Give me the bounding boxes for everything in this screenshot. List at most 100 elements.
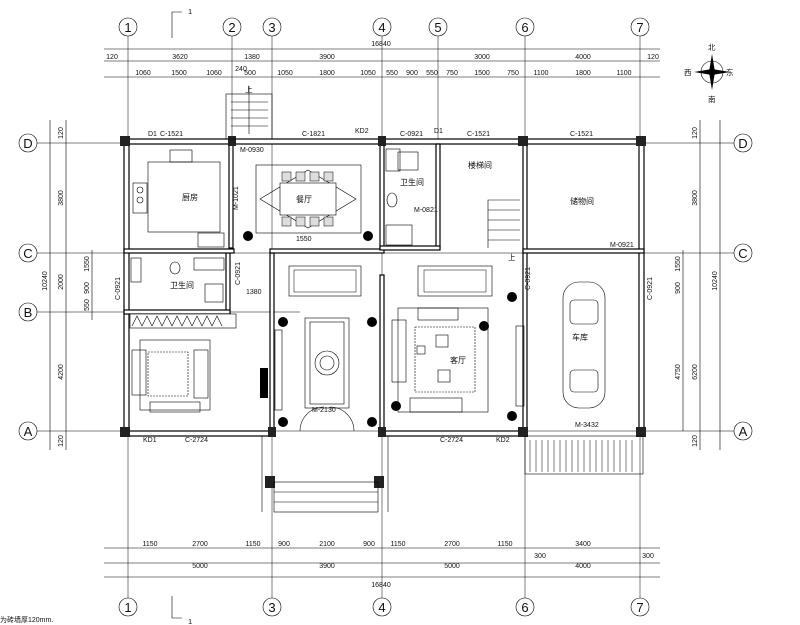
structural-columns: [120, 136, 646, 488]
bottom-dim2-1: 3900: [319, 563, 335, 570]
door-d1: D1: [148, 131, 157, 138]
window-c1821: C-1821: [302, 131, 325, 138]
compass-north: 北: [708, 43, 716, 52]
bottom-dim1-8: 1150: [497, 541, 512, 548]
top-dim2-3: 500: [244, 70, 256, 77]
window-c1521-stair: C-1521: [467, 131, 490, 138]
top-axis-bubbles: 1 2 3 4 5 6 7: [118, 17, 650, 37]
axis-5-top: 5: [434, 20, 441, 35]
left-edge-bottom: 120: [58, 435, 65, 447]
left-edge-top: 120: [58, 127, 65, 139]
drawing-note: 注:墙厚均为砖墙厚120mm.: [0, 615, 53, 624]
right-inner-900: 900: [675, 282, 682, 294]
right-total-dim: 10240: [712, 271, 719, 291]
top-edge-right: 120: [647, 54, 659, 61]
left-dim-4200: 4200: [58, 364, 65, 380]
top-dim2-12: 750: [507, 70, 519, 77]
top-edge-left: 120: [106, 54, 118, 61]
bottom-dim1-4: 2100: [319, 541, 335, 548]
axis-6-bottom: 6: [521, 600, 528, 615]
top-dimensions: 16840 120 120 3620 1380 3900 3000 4000 2…: [104, 41, 660, 78]
top-overall-dim: 16840: [371, 41, 391, 48]
right-inner-4750: 4750: [675, 364, 682, 380]
opening-labels: C-1521 D1 C-1821 KD2 C-0921 D1 C-1521 C-…: [115, 128, 654, 444]
window-c2724-right: C-2724: [440, 437, 463, 444]
bottom-dim1-7: 2700: [444, 541, 460, 548]
door-kd1: KD1: [143, 437, 157, 444]
axis-1-bottom: 1: [124, 600, 131, 615]
storage-room: 储物间: [570, 196, 594, 206]
north-entry-stairs: 上: [225, 85, 273, 140]
axis-3-top: 3: [268, 20, 275, 35]
door-m1021: M-1021: [233, 186, 240, 210]
window-c2724-left: C-2724: [185, 437, 208, 444]
top-dim-1380: 1380: [244, 54, 260, 61]
stairs-up-label-north: 上: [245, 85, 253, 94]
top-dim-3900: 3900: [319, 54, 335, 61]
right-dim-3800: 3800: [692, 190, 699, 206]
compass-west: 西: [684, 68, 692, 77]
door-d1b: D1: [434, 128, 443, 135]
top-dim2-0: 1060: [135, 70, 151, 77]
axis-D-right: D: [738, 136, 747, 151]
bottom-dim1-5: 900: [363, 541, 375, 548]
top-dim2-9: 550: [426, 70, 438, 77]
window-c1521-storage: C-1521: [570, 131, 593, 138]
living-room: 客厅: [391, 265, 525, 421]
hall: [260, 265, 377, 427]
stair-room-label: 楼梯间: [468, 160, 492, 170]
stairs-up-label: 上: [508, 253, 516, 262]
axis-3-bottom: 3: [268, 600, 275, 615]
right-edge-top: 120: [692, 127, 699, 139]
left-inner-900: 900: [84, 282, 91, 294]
left-dim-2000: 2000: [58, 274, 65, 290]
storage-label: 储物间: [570, 196, 594, 206]
door-kd2-b: KD2: [496, 437, 510, 444]
top-dim-240: 240: [235, 66, 247, 73]
bathroom-left-label: 卫生间: [170, 280, 194, 290]
bottom-overall-dim: 16840: [371, 582, 391, 589]
window-c1521-kitchen: C-1521: [160, 131, 183, 138]
bottom-dim1-1: 2700: [192, 541, 208, 548]
bathroom-left: 卫生间: [130, 257, 225, 303]
top-dim2-11: 1500: [474, 70, 490, 77]
bedroom: [129, 313, 237, 413]
door-c0921-inner: C-0921: [235, 262, 242, 285]
axis-6-top: 6: [521, 20, 528, 35]
bottom-dim1-9: 3400: [575, 541, 591, 548]
top-dim2-13: 1100: [533, 70, 548, 77]
left-dimensions: 10240 120 3800 2000 4200 120 1550 900 55…: [42, 120, 93, 450]
bottom-dim1-6: 1150: [390, 541, 405, 548]
garage: 车库: [524, 281, 644, 475]
axis-D-left: D: [23, 136, 32, 151]
top-dim2-14: 1800: [575, 70, 591, 77]
door-m0821: M-0821: [414, 207, 438, 214]
left-dim-3800: 3800: [58, 190, 65, 206]
top-dim2-2: 1060: [206, 70, 222, 77]
window-c0921-garage: C-0921: [525, 267, 532, 290]
window-c0921-left: C-0921: [115, 277, 122, 300]
top-dim2-5: 1800: [319, 70, 335, 77]
axis-7-top: 7: [636, 20, 643, 35]
compass-icon: 北 南 东 西: [684, 43, 734, 104]
stair-room: 楼梯间 上: [468, 160, 520, 262]
axis-7-bottom: 7: [636, 600, 643, 615]
bottom-dim1-3: 900: [278, 541, 290, 548]
section-mark-top: 1: [188, 7, 192, 16]
axis-B-left: B: [24, 305, 33, 320]
dining-label: 餐厅: [296, 195, 312, 204]
front-porch: [261, 406, 389, 513]
garage-label: 车库: [572, 332, 588, 342]
bathroom-upper-label: 卫生间: [400, 177, 424, 187]
dining-room: 餐厅: [243, 164, 373, 241]
kitchen: 厨房: [132, 149, 225, 248]
top-dim2-4: 1050: [277, 70, 293, 77]
door-m2130: M-2130: [312, 407, 336, 414]
top-dim2-7: 550: [386, 70, 398, 77]
misc-dim-1380a: 1380: [246, 289, 262, 296]
bottom-small-300a: 300: [534, 553, 546, 560]
axis-4-bottom: 4: [378, 600, 385, 615]
door-kd2: KD2: [355, 128, 369, 135]
section-mark-bottom: 1: [188, 617, 192, 625]
